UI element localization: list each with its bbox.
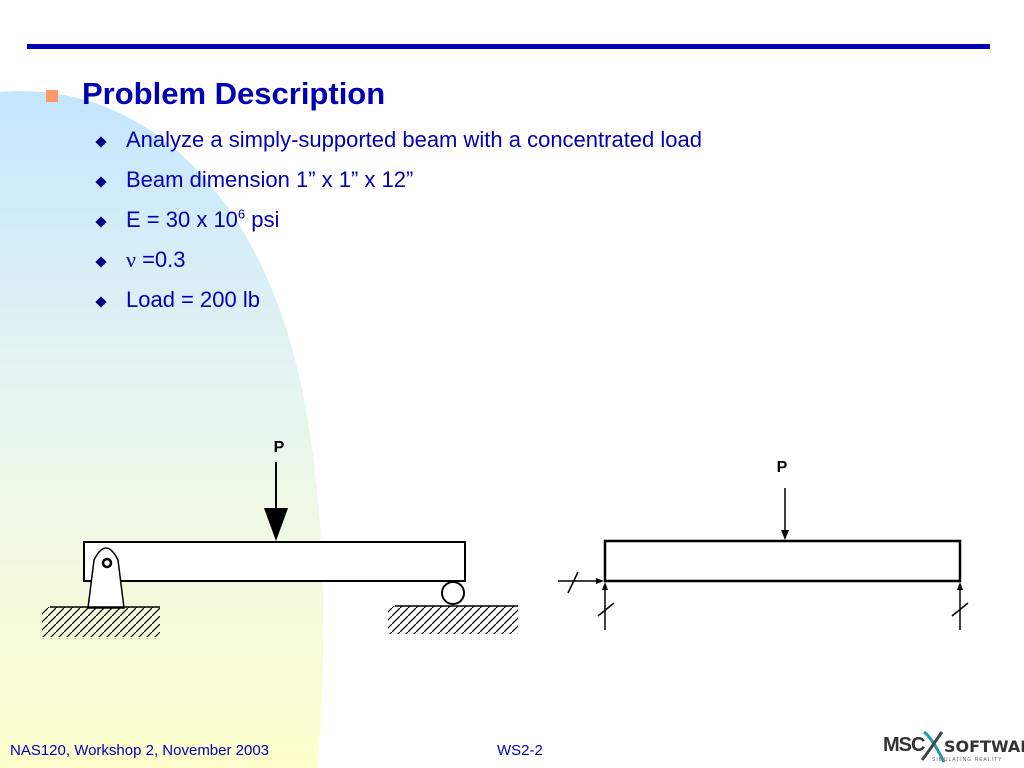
title-rule xyxy=(27,44,990,49)
bullet-item-analyze: Analyze a simply-supported beam with a c… xyxy=(126,127,702,152)
bullet-item-dimension: Beam dimension 1” x 1” x 12” xyxy=(126,167,414,192)
heading-bullet xyxy=(46,90,58,102)
slide-heading: Problem Description xyxy=(82,76,386,111)
logo-tagline: SIMULATING REALITY xyxy=(932,757,1003,763)
poisson-value: =0.3 xyxy=(135,247,186,272)
modulus-base: E = 30 x 10 xyxy=(126,207,238,232)
logo-software-text: SOFTWARE xyxy=(944,737,1024,756)
logo-x-swoosh-icon xyxy=(920,730,946,763)
modulus-exponent: 6 xyxy=(237,206,246,222)
modulus-unit: psi xyxy=(245,207,280,232)
bullet-item-poisson: ν =0.3 xyxy=(126,247,186,273)
msc-software-logo: MSC SOFTWARE SIMULATING REALITY xyxy=(880,730,1024,766)
bullet-item-load: Load = 200 lb xyxy=(126,287,260,312)
footer-page-number: WS2-2 xyxy=(497,742,543,759)
logo-msc-text: MSC xyxy=(883,734,925,756)
footer-course-info: NAS120, Workshop 2, November 2003 xyxy=(10,742,270,759)
nu-symbol: ν xyxy=(126,247,136,272)
bullet-item-modulus: E = 30 x 106 psi xyxy=(126,207,279,233)
